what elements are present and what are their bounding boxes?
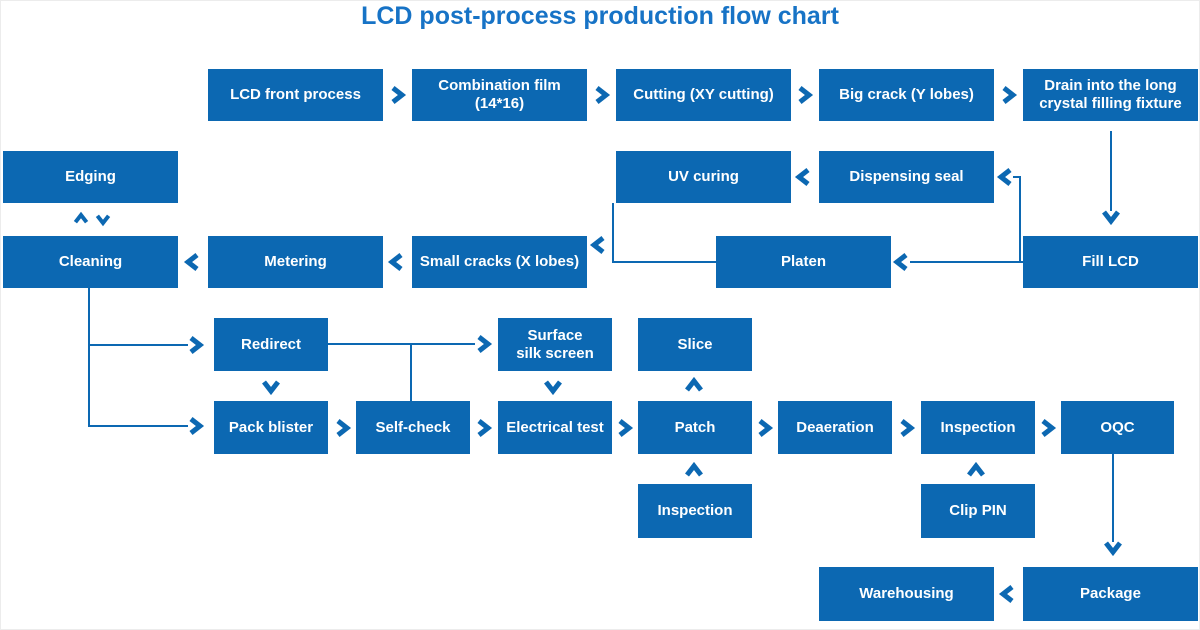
chevron-right-icon: [336, 419, 352, 437]
connector-line: [910, 260, 1023, 264]
chevron-down-icon: [95, 214, 111, 227]
node-inspection-1: Inspection: [921, 401, 1035, 454]
chevron-right-icon: [618, 419, 634, 437]
chevron-right-icon: [1041, 419, 1057, 437]
chevron-up-icon: [685, 461, 703, 477]
connector-line: [1013, 175, 1021, 179]
chevron-right-icon: [391, 86, 407, 104]
node-label: Electrical test: [506, 418, 604, 436]
node-drain-fixture: Drain into the long crystal filling fixt…: [1023, 69, 1198, 121]
chevron-right-icon: [477, 335, 493, 353]
node-cutting-xy: Cutting (XY cutting): [616, 69, 791, 121]
node-self-check: Self-check: [356, 401, 470, 454]
connector-line: [613, 260, 716, 264]
node-label: Redirect: [240, 335, 302, 353]
connector-line: [89, 424, 188, 428]
node-label: Self-check: [375, 418, 451, 436]
chevron-left-icon: [794, 168, 810, 186]
chevron-right-icon: [189, 336, 205, 354]
node-electrical-test: Electrical test: [498, 401, 612, 454]
node-inspection-2: Inspection: [638, 484, 752, 538]
node-combination-film: Combination film (14*16): [412, 69, 587, 121]
node-label: Big crack (Y lobes): [839, 86, 974, 104]
chevron-up-icon: [967, 461, 985, 477]
node-label: Deaeration: [796, 418, 874, 436]
node-label: Cutting (XY cutting): [633, 86, 774, 104]
node-patch: Patch: [638, 401, 752, 454]
node-label: Fill LCD: [1082, 253, 1139, 271]
node-label: Package: [1080, 585, 1141, 603]
connector-line: [1018, 177, 1022, 263]
connector-line: [611, 203, 615, 263]
chevron-right-icon: [189, 417, 205, 435]
chevron-down-icon: [1104, 541, 1122, 557]
node-label: Small cracks (X lobes): [419, 253, 580, 271]
node-label: Combination film (14*16): [438, 77, 561, 112]
connector-line: [89, 343, 188, 347]
chevron-down-icon: [262, 380, 280, 396]
chevron-down-icon: [544, 380, 562, 396]
chevron-right-icon: [595, 86, 611, 104]
node-label: LCD front process: [230, 86, 361, 104]
node-label: Dispensing seal: [849, 168, 964, 186]
chevron-right-icon: [758, 419, 774, 437]
node-label: Pack blister: [228, 418, 314, 436]
node-label: Surface silk screen: [516, 326, 594, 362]
chevron-right-icon: [1002, 86, 1018, 104]
node-deaeration: Deaeration: [778, 401, 892, 454]
node-edging: Edging: [3, 151, 178, 203]
node-slice: Slice: [638, 318, 752, 371]
node-fill-lcd: Fill LCD: [1023, 236, 1198, 288]
node-small-cracks: Small cracks (X lobes): [412, 236, 587, 288]
node-label: OQC: [1100, 418, 1135, 436]
node-label: Cleaning: [58, 253, 123, 271]
node-pack-blister: Pack blister: [214, 401, 328, 454]
chevron-right-icon: [477, 419, 493, 437]
connector-line: [1111, 454, 1115, 542]
node-metering: Metering: [208, 236, 383, 288]
node-label: Metering: [264, 253, 327, 271]
chevron-left-icon: [589, 236, 605, 254]
node-warehousing: Warehousing: [819, 567, 994, 621]
node-big-crack: Big crack (Y lobes): [819, 69, 994, 121]
chevron-left-icon: [892, 253, 908, 271]
node-label: UV curing: [668, 168, 739, 186]
node-label: Platen: [780, 253, 826, 271]
chevron-up-icon: [73, 211, 89, 224]
connector-line: [409, 344, 413, 401]
connector-line: [87, 288, 91, 427]
node-platen: Platen: [716, 236, 891, 288]
chevron-left-icon: [996, 168, 1012, 186]
connector-line: [1109, 131, 1113, 211]
node-clip-pin: Clip PIN: [921, 484, 1035, 538]
chevron-left-icon: [387, 253, 403, 271]
node-label: Inspection: [940, 418, 1016, 436]
node-label: Edging: [65, 168, 116, 186]
chevron-right-icon: [798, 86, 814, 104]
node-package: Package: [1023, 567, 1198, 621]
node-label: Slice: [677, 335, 713, 353]
chevron-right-icon: [900, 419, 916, 437]
node-oqc: OQC: [1061, 401, 1174, 454]
connector-line: [328, 342, 475, 346]
chart-title: LCD post-process production flow chart: [361, 2, 839, 30]
node-lcd-front-process: LCD front process: [208, 69, 383, 121]
chevron-down-icon: [1102, 210, 1120, 226]
chevron-up-icon: [685, 376, 703, 392]
node-label: Drain into the long crystal filling fixt…: [1039, 77, 1182, 112]
chevron-left-icon: [998, 585, 1014, 603]
node-uv-curing: UV curing: [616, 151, 791, 203]
chevron-left-icon: [183, 253, 199, 271]
node-label: Inspection: [657, 502, 733, 520]
node-cleaning: Cleaning: [3, 236, 178, 288]
node-dispensing-seal: Dispensing seal: [819, 151, 994, 203]
node-surface-silk-screen: Surface silk screen: [498, 318, 612, 371]
node-label: Warehousing: [859, 585, 954, 603]
node-redirect: Redirect: [214, 318, 328, 371]
node-label: Clip PIN: [949, 502, 1007, 520]
node-label: Patch: [674, 418, 716, 436]
